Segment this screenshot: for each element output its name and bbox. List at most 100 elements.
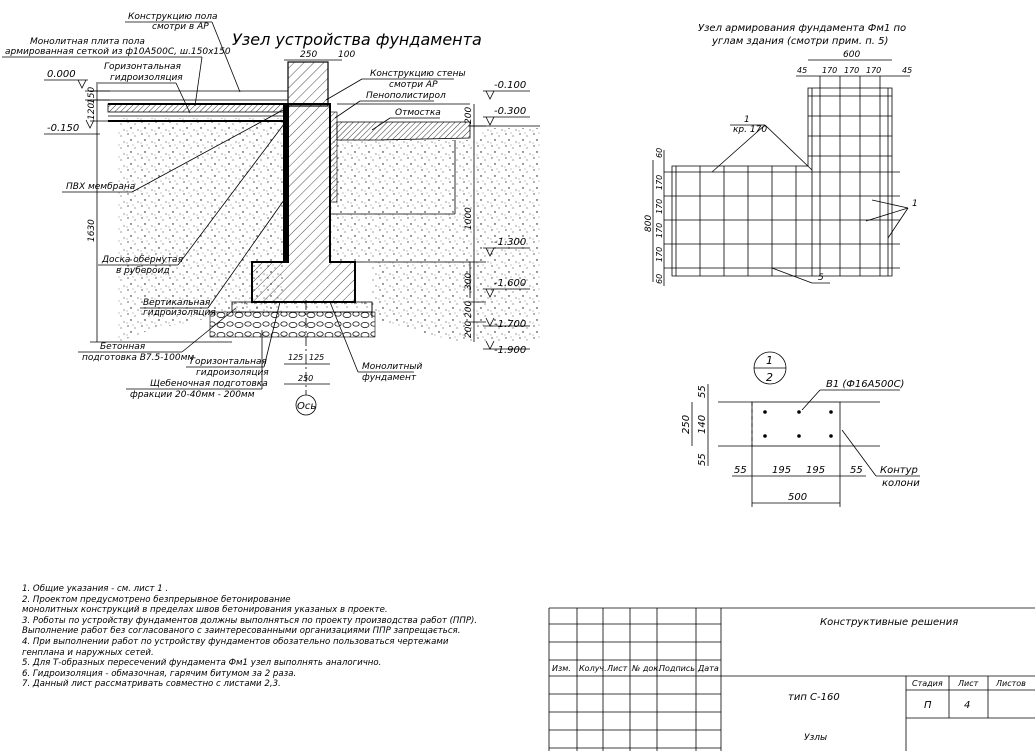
tb-header-izm: Изм. [552, 664, 571, 673]
dim-200-mid: 200 [464, 301, 474, 318]
note-line: Выполнение работ без согласованого с заи… [22, 626, 461, 637]
sec-left-total: 250 [681, 415, 692, 434]
note-line: 4. При выполнении работ по устройству фу… [22, 636, 449, 647]
dim-125-b: 125 [309, 353, 324, 362]
plan-mark-5: 5 [818, 273, 824, 283]
plan-top-dim-4: 45 [902, 66, 912, 75]
soil-right [330, 128, 540, 342]
blind-area [336, 121, 471, 141]
foundation-section: Узел устройства фундамента [2, 12, 540, 416]
level-0000: 0.000 [47, 69, 76, 80]
callout-wall-2: смотри АР [389, 80, 438, 90]
contour-label-2: колони [882, 478, 920, 489]
plan-top-dim-0: 45 [797, 66, 807, 75]
tb-stage-label: Стадия [912, 679, 943, 688]
polystyrene-layer [329, 111, 338, 203]
callout-board-2: в рубероид [116, 266, 170, 276]
title-block: Изм. Колуч. Лист № док. Подпись Дата Кон… [548, 607, 1035, 751]
plan-left-dim-1: 170 [655, 175, 664, 190]
dim-bottom-250: 250 [298, 374, 313, 383]
concrete-prep [231, 301, 373, 313]
sec-left-dim-0: 55 [697, 385, 708, 398]
plan-left-dim-4: 170 [655, 247, 664, 262]
callout-floor-construction-1: Конструкцию пола [128, 12, 218, 22]
plan-bars [664, 76, 900, 276]
note-line: 1. Общие указания - см. лист 1 . [22, 584, 169, 594]
callout-floor-construction-2: смотри в АР [152, 22, 209, 32]
tb-header-date: Дата [697, 664, 719, 673]
callout-blind-area: Отмостка [395, 108, 441, 118]
sec-bottom-dim-1: 195 [772, 465, 791, 476]
level-m0100: -0.100 [494, 80, 526, 91]
dim-200-bottom: 200 [464, 321, 474, 338]
plan-mark-1-kr: кр. 170 [733, 125, 767, 135]
level-m1900: -1.900 [494, 345, 526, 356]
dim-120: 120 [87, 103, 97, 120]
dim-1000: 1000 [464, 207, 474, 230]
plan-title-2: углам здания (смотри прим. п. 5) [711, 36, 888, 47]
tb-type: тип С-160 [788, 692, 840, 703]
callout-vwp-1: Вертикальная [143, 298, 211, 308]
dim-top-250: 250 [300, 50, 317, 60]
reinforcement-plan: Узел армирования фундамента Фм1 по углам… [644, 23, 918, 286]
note-line: 5. Для Т-образных пересечений фундамента… [22, 658, 382, 669]
note-line: 7. Данный лист рассматривать совместно с… [22, 679, 281, 690]
callout-hwp-top-2: гидроизоляция [110, 73, 183, 83]
sec-bottom-dim-3: 55 [850, 465, 863, 476]
level-m0150: -0.150 [47, 123, 79, 134]
callout-hwp-bottom-2: гидроизоляция [196, 368, 269, 378]
section-title: Узел устройства фундамента [232, 30, 482, 49]
vertical-waterproofing [283, 104, 288, 262]
plan-title-1: Узел армирования фундамента Фм1 по [698, 23, 906, 34]
sec-bottom-total: 500 [788, 492, 807, 503]
callout-pvc: ПВХ мембрана [66, 182, 135, 192]
dim-200-top: 200 [464, 107, 474, 124]
plan-left-dim-0: 60 [655, 148, 664, 158]
dim-1630: 1630 [87, 219, 97, 242]
tb-project: Конструктивные решения [820, 617, 958, 628]
axis-label: Ось [297, 401, 316, 412]
callout-concrete-1: Бетонная [100, 342, 146, 352]
sec-bottom-dim-2: 195 [806, 465, 825, 476]
sec-bottom-dim-0: 55 [734, 465, 747, 476]
sec-left-dim-2: 55 [697, 453, 708, 466]
tb-sheet-name: Узлы [804, 733, 827, 743]
tb-stage-value: П [924, 700, 932, 711]
floor-slab [107, 103, 289, 113]
callout-slab-2: армированная сеткой из ф10А500С, ш.150х1… [5, 47, 231, 57]
dim-125-a: 125 [288, 353, 303, 362]
plan-top-dim-3: 170 [866, 66, 881, 75]
axis-bubble [295, 394, 317, 416]
level-m1700: -1.700 [494, 319, 526, 330]
rebars [763, 410, 833, 438]
tb-sheet-value: 4 [964, 700, 970, 711]
plan-mark-1-top: 1 [744, 115, 750, 125]
callout-wall-1: Конструкцию стены [370, 69, 466, 79]
note-line: монолитных конструкций в пределах швов б… [22, 605, 388, 616]
section-number-top: 1 [766, 354, 773, 367]
contour-label-1: Контур [880, 465, 918, 476]
general-notes: 1. Общие указания - см. лист 1 . 2. Прое… [22, 584, 542, 690]
note-line: генплана и наружных сетей. [22, 647, 154, 658]
plan-left-total: 800 [644, 215, 654, 232]
callout-monolithic-1: Монолитный [362, 362, 422, 372]
plan-left-dim-3: 170 [655, 223, 664, 238]
dim-300: 300 [464, 273, 474, 290]
callout-gravel-2: фракции 20-40мм - 200мм [130, 390, 255, 400]
tb-header-list: Лист [606, 664, 628, 673]
plan-left-dim-2: 170 [655, 199, 664, 214]
plan-top-total: 600 [843, 50, 860, 60]
gravel-bed [209, 311, 376, 338]
callout-monolithic-2: фундамент [362, 373, 417, 383]
elevation-marks: 0.000 -0.150 -0.100 -0.300 -1.300 -1.600… [44, 69, 530, 356]
callout-hwp-bottom-1: Горизонтальная [190, 357, 267, 367]
column-section [751, 401, 841, 447]
level-m1300: -1.300 [494, 237, 526, 248]
plan-top-dim-2: 170 [844, 66, 859, 75]
plan-left-dim-5: 60 [655, 274, 664, 284]
tb-sheet-label: Лист [957, 679, 979, 688]
dim-top-100: 100 [338, 50, 355, 60]
callout-board-1: Доска обернутая [101, 255, 184, 265]
callout-vwp-2: гидроизоляция [143, 308, 216, 318]
